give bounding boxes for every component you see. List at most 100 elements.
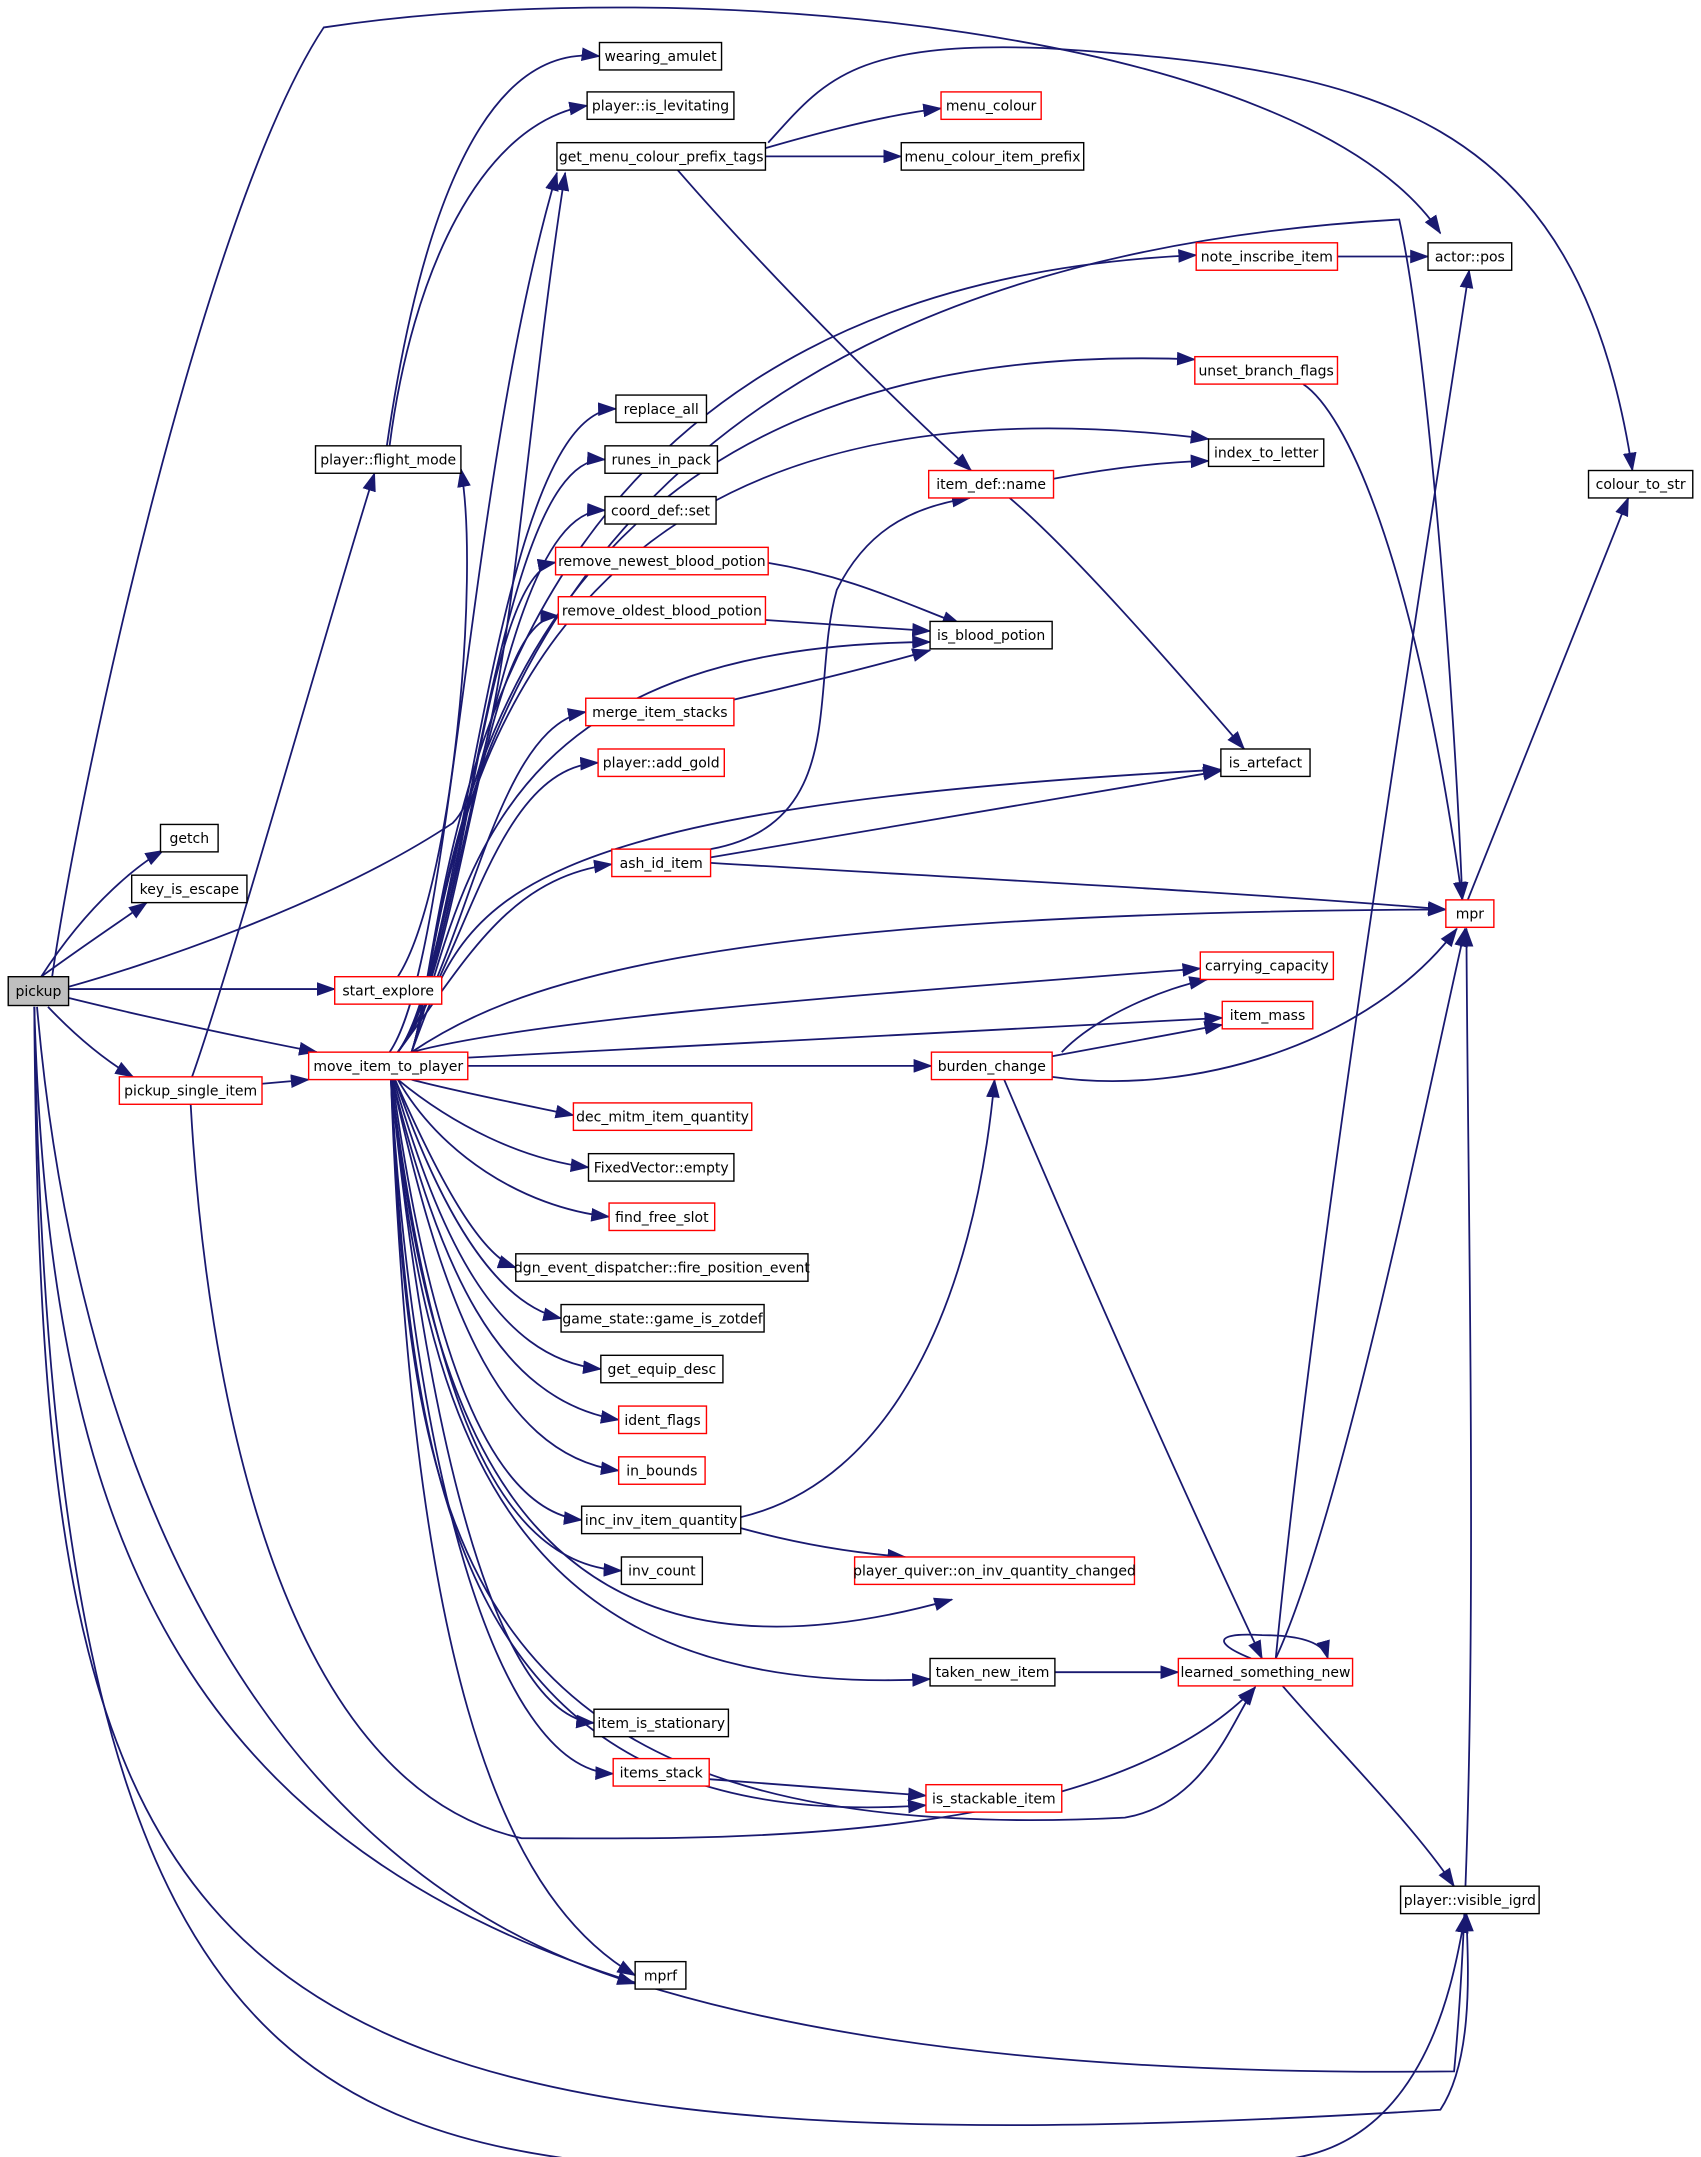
node-menu-colour[interactable]: menu_colour: [940, 91, 1042, 121]
call-edge: [1051, 1021, 1224, 1058]
node-flight-mode[interactable]: player::flight_mode: [314, 445, 462, 474]
node-box: [557, 596, 767, 625]
node-is-levitating[interactable]: player::is_levitating: [586, 91, 735, 121]
node-carrying-capacity[interactable]: carrying_capacity: [1199, 951, 1335, 981]
node-item-mass[interactable]: item_mass: [1221, 1000, 1314, 1030]
node-visible-igrd[interactable]: player::visible_igrd: [1399, 1885, 1540, 1915]
node-note-inscribe-item[interactable]: note_inscribe_item: [1195, 242, 1339, 271]
node-wearing-amulet[interactable]: wearing_amulet: [598, 41, 723, 71]
node-index-to-letter[interactable]: index_to_letter: [1207, 438, 1325, 468]
nodes-layer: pickup wearing_amuletplayer::is_levitatin…: [7, 41, 1694, 1990]
node-start-explore[interactable]: start_explore: [334, 976, 443, 1005]
call-edge: [710, 493, 972, 851]
node-box: [130, 874, 248, 904]
node-pickup-single-item[interactable]: pickup_single_item: [118, 1076, 263, 1105]
node-is-artefact[interactable]: is_artefact: [1220, 748, 1311, 778]
node-rnbp[interactable]: remove_newest_blood_potion: [554, 546, 769, 576]
call-edge: [40, 901, 148, 978]
node-item-is-stationary[interactable]: item_is_stationary: [593, 1708, 730, 1738]
node-is-blood-potion[interactable]: is_blood_potion: [929, 620, 1053, 650]
node-box: [612, 1757, 710, 1787]
node-box: [572, 1102, 753, 1132]
node-label: pickup: [15, 984, 61, 1000]
node-is-stackable-item[interactable]: is_stackable_item: [925, 1783, 1063, 1813]
node-dec-mitm[interactable]: dec_mitm_item_quantity: [572, 1102, 753, 1132]
node-fv-empty[interactable]: FixedVector::empty: [587, 1152, 735, 1182]
node-box: [580, 1505, 742, 1535]
node-box: [1207, 438, 1325, 468]
node-move-item-to-player[interactable]: move_item_to_player: [307, 1051, 469, 1081]
call-edge: [33, 1006, 1469, 2157]
node-dgn-fire[interactable]: dgn_event_dispatcher::fire_position_even…: [514, 1253, 810, 1282]
node-quiver-changed[interactable]: player_quiver::on_inv_quantity_changed: [853, 1556, 1136, 1586]
node-label: learned_something_new: [1180, 1665, 1350, 1681]
node-box: [1195, 242, 1339, 271]
node-label: remove_oldest_blood_potion: [562, 603, 762, 619]
call-edge: [394, 1079, 518, 1269]
node-mpr[interactable]: mpr: [1445, 899, 1495, 929]
node-box: [1221, 1000, 1314, 1030]
node-in-bounds[interactable]: in_bounds: [617, 1456, 706, 1485]
node-box: [515, 1253, 809, 1282]
call-edge: [710, 767, 1223, 859]
node-runes-in-pack[interactable]: runes_in_pack: [604, 445, 719, 474]
node-label: ident_flags: [624, 1413, 700, 1429]
node-mprf[interactable]: mprf: [634, 1960, 687, 1990]
node-box: [598, 41, 723, 71]
node-colour-to-str[interactable]: colour_to_str: [1587, 469, 1694, 499]
node-ident-flags[interactable]: ident_flags: [617, 1405, 708, 1435]
node-label: burden_change: [938, 1059, 1046, 1075]
node-label: item_def::name: [936, 477, 1046, 493]
node-key-is-escape[interactable]: key_is_escape: [130, 874, 248, 904]
node-add-gold[interactable]: player::add_gold: [597, 748, 725, 778]
call-edge: [33, 927, 1474, 2073]
node-gmcpt[interactable]: get_menu_colour_prefix_tags: [556, 141, 767, 171]
call-edge: [733, 648, 932, 701]
call-edge: [385, 47, 601, 446]
call-edge: [1009, 497, 1246, 751]
call-edge: [390, 1079, 932, 1687]
node-label: wearing_amulet: [604, 49, 717, 65]
node-getch[interactable]: getch: [159, 823, 219, 853]
node-item-def-name[interactable]: item_def::name: [927, 469, 1055, 499]
node-burden-change[interactable]: burden_change: [930, 1051, 1053, 1081]
node-box: [929, 1657, 1056, 1687]
node-menu-colour-item-prefix[interactable]: menu_colour_item_prefix: [900, 141, 1085, 171]
call-edge: [1302, 383, 1467, 902]
node-label: get_menu_colour_prefix_tags: [559, 149, 764, 165]
node-ash-id-item[interactable]: ash_id_item: [611, 848, 712, 878]
call-edge: [1061, 976, 1209, 1053]
node-merge-item-stacks[interactable]: merge_item_stacks: [585, 697, 735, 727]
call-edge: [765, 561, 962, 625]
node-actor-pos[interactable]: actor::pos: [1427, 242, 1513, 271]
node-coord-def-set[interactable]: coord_def::set: [604, 495, 717, 525]
node-label: unset_branch_flags: [1198, 363, 1333, 379]
node-items-stack[interactable]: items_stack: [612, 1757, 710, 1787]
node-inv-count[interactable]: inv_count: [620, 1556, 704, 1586]
node-unset-branch-flags[interactable]: unset_branch_flags: [1194, 355, 1339, 385]
call-edge: [390, 1079, 637, 1977]
call-edge: [33, 1006, 1474, 2126]
node-replace-all[interactable]: replace_all: [615, 394, 708, 424]
call-edge: [390, 1079, 928, 1814]
call-edge: [394, 1079, 563, 1322]
node-inc-inv[interactable]: inc_inv_item_quantity: [580, 1505, 742, 1535]
call-edge: [1274, 268, 1474, 1659]
node-label: inc_inv_item_quantity: [585, 1513, 738, 1529]
node-box: [586, 91, 735, 121]
call-edge: [765, 103, 943, 150]
node-robp[interactable]: remove_oldest_blood_potion: [557, 596, 767, 625]
node-label: key_is_escape: [140, 882, 239, 898]
node-label: player::is_levitating: [592, 99, 729, 115]
node-box: [620, 1556, 704, 1586]
call-edge: [397, 1078, 590, 1173]
node-find-free-slot[interactable]: find_free_slot: [608, 1202, 716, 1232]
node-label: note_inscribe_item: [1201, 250, 1333, 266]
node-pickup[interactable]: pickup: [7, 976, 70, 1007]
node-label: is_artefact: [1229, 756, 1303, 772]
node-learned[interactable]: learned_something_new: [1177, 1657, 1354, 1687]
node-taken-new-item[interactable]: taken_new_item: [929, 1657, 1056, 1687]
node-zotdef[interactable]: game_state::game_is_zotdef: [560, 1303, 765, 1333]
node-get-equip-desc[interactable]: get_equip_desc: [600, 1354, 724, 1384]
